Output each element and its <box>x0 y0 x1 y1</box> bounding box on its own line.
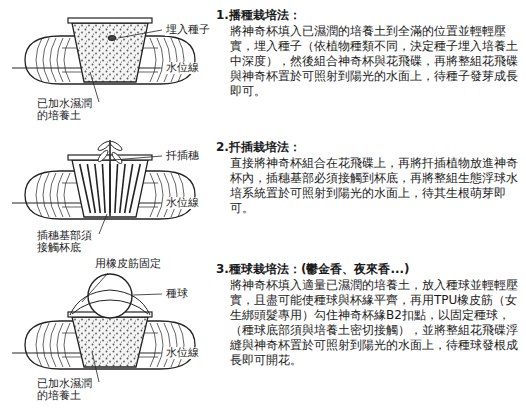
callout-label: 已加水濕潤的培養土 <box>36 378 96 402</box>
callout-label: 水位線 <box>165 197 200 209</box>
leader-line <box>160 203 162 204</box>
callout-label: 扦插穗 <box>165 150 200 162</box>
cup <box>68 312 152 367</box>
leader-line <box>133 294 162 295</box>
method-text: 直接將神奇杯組合在花飛碟上，再將扦插植物放進神奇杯內，插穗基部必須接觸到杯底，再… <box>230 156 520 216</box>
leader-line <box>160 68 162 69</box>
callout-label: 已加水濕潤的培養土 <box>36 98 96 122</box>
callout-label: 用橡皮筋固定 <box>94 258 162 270</box>
bulb <box>70 274 150 318</box>
leader-line <box>99 214 107 234</box>
method-heading: 3.種球栽培法：(鬱金香、夜來香...) <box>216 262 518 277</box>
cup <box>68 18 152 82</box>
callout-label: 水位線 <box>165 62 200 74</box>
method-text: 將神奇杯填入已濕潤的培養土到全滿的位置並輕輕壓實，埋入種子（依植物種類不同，決定… <box>230 24 520 99</box>
leader-line <box>113 156 162 160</box>
leader-line <box>118 30 162 38</box>
callout-label: 種球 <box>165 288 189 300</box>
callout-label: 水位線 <box>165 347 200 359</box>
callout-label: 插穗基部須接觸杯底 <box>36 230 96 254</box>
callout-label: 埋入種子 <box>165 24 211 36</box>
seed <box>108 36 116 41</box>
method-heading: 2.扦插栽培法： <box>216 140 518 155</box>
method-text: 將神奇杯填入適量已濕潤的培養土，放入種球並輕輕壓實，且盡可能使種球與杯緣平齊，再… <box>230 278 520 368</box>
cutting <box>97 140 124 216</box>
method-heading: 1.播種栽培法： <box>216 8 518 23</box>
leader-line <box>160 353 162 354</box>
leader-line <box>82 273 108 302</box>
